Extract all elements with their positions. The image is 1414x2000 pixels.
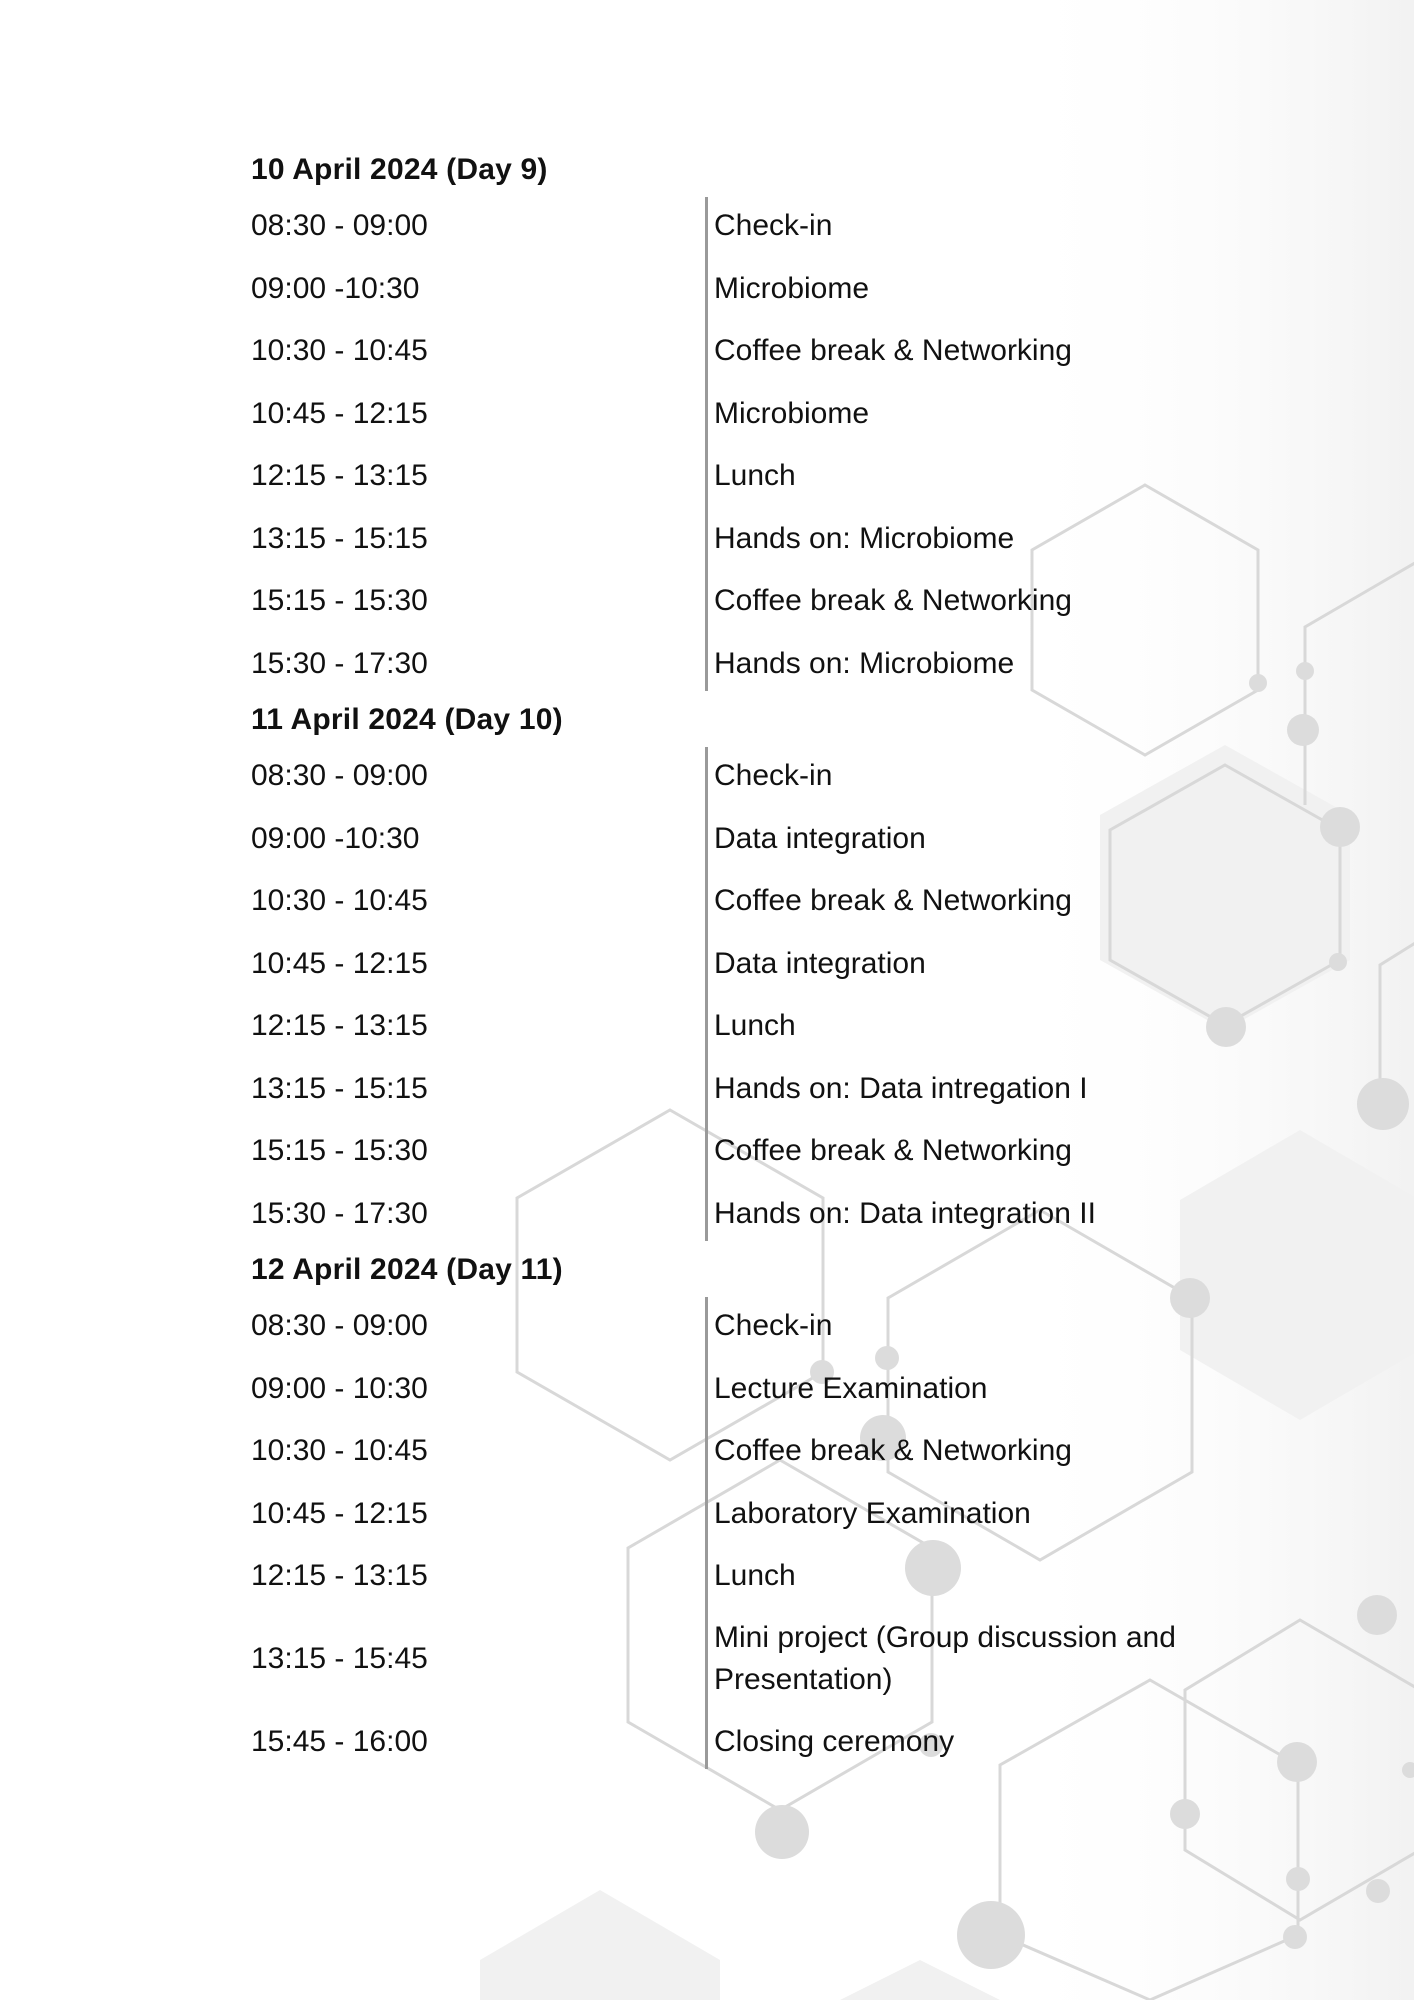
activity-name: Coffee break & Networking <box>714 1134 1072 1168</box>
schedule-row: 13:15 - 15:45 Mini project (Group discuss… <box>251 1608 1251 1711</box>
day-heading: 12 April 2024 (Day 11) <box>251 1253 563 1286</box>
schedule-row: 12:15 - 13:15 Lunch <box>251 445 1251 508</box>
schedule-row: 13:15 - 15:15 Hands on: Data intregation … <box>251 1058 1251 1121</box>
activity-name: Lunch <box>714 459 796 493</box>
activity-name: Microbiome <box>714 271 870 305</box>
activity-name: Hands on: Microbiome <box>714 646 1015 680</box>
schedule-row: 10:45 - 12:15 Laboratory Examination <box>251 1483 1251 1546</box>
schedule-row: 15:15 - 15:30 Coffee break & Networking <box>251 1120 1251 1183</box>
schedule-row: 10:45 - 12:15 Microbiome <box>251 383 1251 446</box>
time-slot: 09:00 - 10:30 <box>251 1371 428 1405</box>
activity-name: Check-in <box>714 1309 833 1343</box>
day-heading: 10 April 2024 (Day 9) <box>251 153 548 186</box>
time-slot: 15:45 - 16:00 <box>251 1724 428 1758</box>
time-slot: 10:45 - 12:15 <box>251 1496 428 1530</box>
schedule-row: 12:15 - 13:15 Lunch <box>251 1545 1251 1608</box>
schedule-row: 08:30 - 09:00 Check-in <box>251 1295 1251 1358</box>
time-slot: 13:15 - 15:15 <box>251 521 428 555</box>
schedule-row: 15:30 - 17:30 Hands on: Microbiome <box>251 633 1251 696</box>
schedule-row: 10:30 - 10:45 Coffee break & Networking <box>251 870 1251 933</box>
activity-name: Coffee break & Networking <box>714 1434 1072 1468</box>
schedule-row: 15:15 - 15:30 Coffee break & Networking <box>251 570 1251 633</box>
activity-name: Hands on: Data integration II <box>714 1196 1096 1230</box>
time-slot: 08:30 - 09:00 <box>251 209 428 243</box>
activity-name: Lecture Examination <box>714 1371 988 1405</box>
time-slot: 13:15 - 15:15 <box>251 1071 428 1105</box>
schedule-row: 15:45 - 16:00 Closing ceremony <box>251 1711 1251 1774</box>
time-slot: 10:45 - 12:15 <box>251 396 428 430</box>
activity-name: Coffee break & Networking <box>714 334 1072 368</box>
schedule-row: 15:30 - 17:30 Hands on: Data integration … <box>251 1183 1251 1246</box>
day-section: 10 April 2024 (Day 9) 08:30 - 09:00 Check-… <box>251 145 1251 695</box>
time-slot: 12:15 - 13:15 <box>251 459 428 493</box>
schedule-row: 08:30 - 09:00 Check-in <box>251 195 1251 258</box>
activity-name: Closing ceremony <box>714 1724 955 1758</box>
day-section: 12 April 2024 (Day 11) 08:30 - 09:00 Check… <box>251 1245 1251 1773</box>
time-slot: 10:30 - 10:45 <box>251 884 428 918</box>
time-slot: 10:30 - 10:45 <box>251 1434 428 1468</box>
schedule-row: 10:45 - 12:15 Data integration <box>251 933 1251 996</box>
time-slot: 15:30 - 17:30 <box>251 1196 428 1230</box>
schedule-row: 09:00 -10:30 Microbiome <box>251 258 1251 321</box>
schedule-row: 09:00 - 10:30 Lecture Examination <box>251 1358 1251 1421</box>
time-slot: 15:15 - 15:30 <box>251 1134 428 1168</box>
schedule-row: 08:30 - 09:00 Check-in <box>251 745 1251 808</box>
activity-name: Laboratory Examination <box>714 1496 1031 1530</box>
schedule-table: 08:30 - 09:00 Check-in 09:00 - 10:30 Lectur… <box>251 1295 1251 1773</box>
schedule-row: 10:30 - 10:45 Coffee break & Networking <box>251 320 1251 383</box>
activity-name: Mini project (Group discussion and Prese… <box>714 1621 1176 1696</box>
day-heading: 11 April 2024 (Day 10) <box>251 703 563 736</box>
activity-name: Data integration <box>714 946 926 980</box>
time-slot: 10:30 - 10:45 <box>251 334 428 368</box>
activity-name: Check-in <box>714 759 833 793</box>
activity-name: Hands on: Data intregation I <box>714 1071 1088 1105</box>
time-slot: 08:30 - 09:00 <box>251 759 428 793</box>
activity-name: Hands on: Microbiome <box>714 521 1015 555</box>
time-slot: 09:00 -10:30 <box>251 271 420 305</box>
time-slot: 12:15 - 13:15 <box>251 1009 428 1043</box>
activity-name: Microbiome <box>714 396 870 430</box>
time-slot: 10:45 - 12:15 <box>251 946 428 980</box>
activity-name: Coffee break & Networking <box>714 584 1072 618</box>
activity-name: Check-in <box>714 209 833 243</box>
activity-name: Coffee break & Networking <box>714 884 1072 918</box>
time-slot: 08:30 - 09:00 <box>251 1309 428 1343</box>
time-slot: 09:00 -10:30 <box>251 821 420 855</box>
time-slot: 13:15 - 15:45 <box>251 1642 428 1675</box>
activity-name: Data integration <box>714 821 926 855</box>
schedule-row: 09:00 -10:30 Data integration <box>251 808 1251 871</box>
time-slot: 15:30 - 17:30 <box>251 646 428 680</box>
schedule-row: 10:30 - 10:45 Coffee break & Networking <box>251 1420 1251 1483</box>
day-section: 11 April 2024 (Day 10) 08:30 - 09:00 Check… <box>251 695 1251 1245</box>
activity-name: Lunch <box>714 1559 796 1593</box>
time-slot: 15:15 - 15:30 <box>251 584 428 618</box>
activity-name: Lunch <box>714 1009 796 1043</box>
schedule-row: 12:15 - 13:15 Lunch <box>251 995 1251 1058</box>
schedule-row: 13:15 - 15:15 Hands on: Microbiome <box>251 508 1251 571</box>
time-slot: 12:15 - 13:15 <box>251 1559 428 1593</box>
